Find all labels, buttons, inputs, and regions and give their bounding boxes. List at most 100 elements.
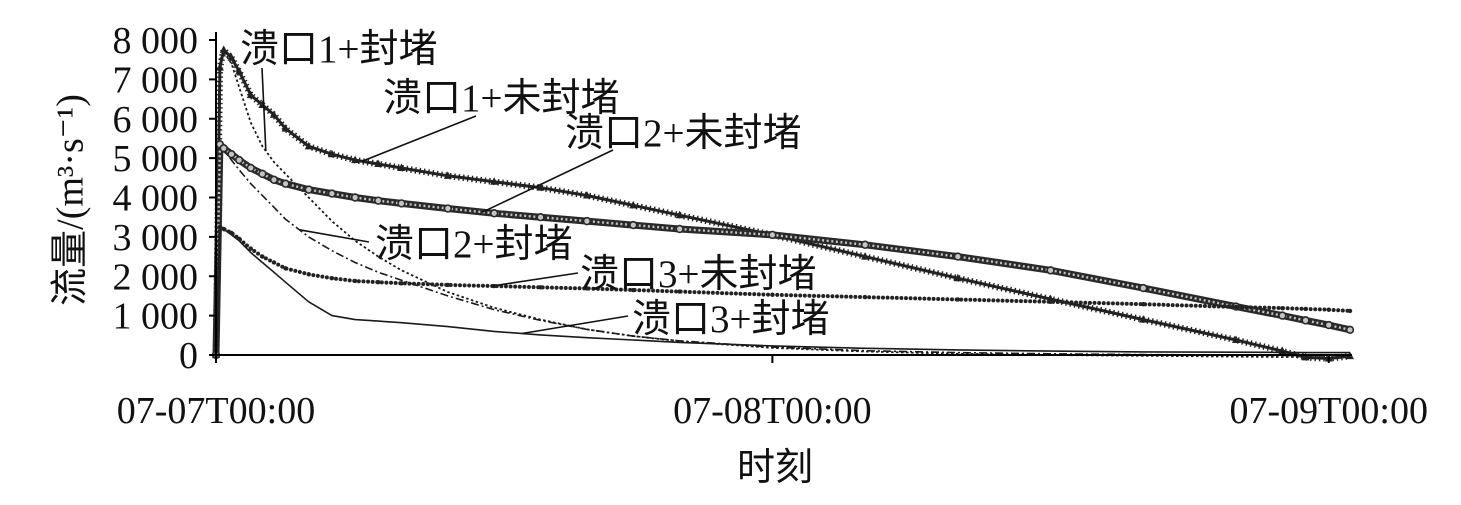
data-point: [260, 254, 265, 259]
data-point: [675, 224, 684, 234]
data-point: [221, 226, 226, 232]
series-annotation-label: 溃口1+封堵: [240, 28, 438, 71]
data-point: [215, 63, 224, 71]
data-point: [1345, 325, 1355, 334]
annotation-leader-line: [361, 115, 477, 163]
data-point: [768, 230, 777, 240]
data-point: [269, 175, 279, 184]
data-point: [327, 149, 336, 158]
data-point: [246, 163, 255, 173]
data-point: [258, 169, 267, 179]
data-point: [1301, 352, 1310, 361]
data-point: [1046, 266, 1055, 275]
series-4: [211, 140, 1355, 360]
data-point: [1141, 302, 1146, 307]
data-point: [582, 191, 591, 199]
series-annotation-label: 溃口3+未封堵: [580, 253, 817, 296]
series-layer: [211, 45, 1355, 362]
data-point: [397, 199, 406, 208]
y-tick-label: 5 000: [113, 138, 199, 180]
series-6: [213, 224, 1353, 358]
data-point: [234, 155, 244, 165]
data-point: [283, 266, 288, 271]
data-point: [536, 212, 545, 222]
data-point: [862, 294, 868, 300]
data-point: [329, 276, 335, 281]
data-point: [1303, 306, 1308, 312]
data-point: [860, 240, 870, 249]
series-annotation-label: 溃口2+未封堵: [565, 112, 802, 155]
y-tick-label: 7 000: [113, 59, 199, 101]
data-point: [677, 289, 682, 294]
data-point: [1139, 315, 1148, 323]
data-point: [397, 163, 406, 171]
series-line: [214, 48, 1351, 360]
data-point: [770, 292, 775, 297]
data-point: [861, 252, 870, 260]
data-point: [443, 204, 453, 213]
data-point: [350, 193, 360, 202]
data-point: [953, 252, 963, 261]
data-point: [1324, 320, 1333, 330]
data-point: [217, 224, 223, 230]
series-line: [215, 226, 1350, 356]
data-point: [374, 196, 383, 205]
y-axis-title: 流量/(m³·s⁻¹): [50, 94, 92, 306]
data-point: [219, 144, 228, 153]
x-axis-title: 时刻: [737, 447, 813, 489]
annotation-leader-line: [482, 149, 614, 213]
data-point: [236, 236, 242, 242]
data-point: [489, 209, 499, 218]
x-tick-label: 07-09T00:00: [1230, 390, 1428, 432]
annotation-leader-line: [261, 67, 267, 152]
data-point: [582, 216, 592, 226]
data-point: [1326, 307, 1331, 312]
data-point: [1048, 299, 1053, 305]
data-point: [1139, 283, 1148, 293]
data-point: [269, 110, 278, 118]
y-tick-label: 4 000: [113, 178, 199, 220]
y-tick-label: 3 000: [113, 217, 199, 259]
data-point: [352, 278, 358, 284]
data-point: [271, 260, 277, 265]
data-point: [227, 53, 236, 61]
series-2: [212, 45, 1354, 362]
data-point: [1233, 304, 1239, 310]
data-point: [219, 45, 228, 53]
data-point: [490, 177, 499, 185]
y-tick-label: 1 000: [113, 296, 199, 338]
data-point: [445, 282, 451, 288]
data-point: [248, 246, 253, 251]
data-point: [229, 230, 234, 236]
data-point: [955, 297, 961, 302]
y-tick-label: 6 000: [113, 99, 199, 141]
data-point: [351, 155, 360, 164]
series-1: [215, 50, 1350, 359]
data-point: [306, 272, 311, 277]
data-point: [304, 185, 313, 194]
data-point: [443, 171, 452, 179]
series-line: [214, 225, 1352, 357]
data-point: [1280, 305, 1285, 311]
y-tick-label: 2 000: [113, 256, 199, 298]
data-point: [327, 189, 337, 198]
annotation-leader-line: [521, 315, 629, 335]
data-point: [1347, 308, 1353, 314]
annotation-leader-line: [491, 272, 579, 287]
x-tick-label: 07-07T00:00: [117, 390, 315, 432]
data-point: [629, 200, 638, 209]
x-tick-label: 07-08T00:00: [673, 390, 871, 432]
data-point: [376, 279, 381, 285]
data-point: [246, 90, 255, 99]
data-point: [304, 141, 313, 150]
data-point: [584, 286, 590, 291]
data-point: [538, 285, 543, 290]
data-point: [281, 124, 290, 132]
data-point: [281, 179, 290, 188]
data-point: [1301, 316, 1310, 325]
data-point: [631, 287, 636, 293]
